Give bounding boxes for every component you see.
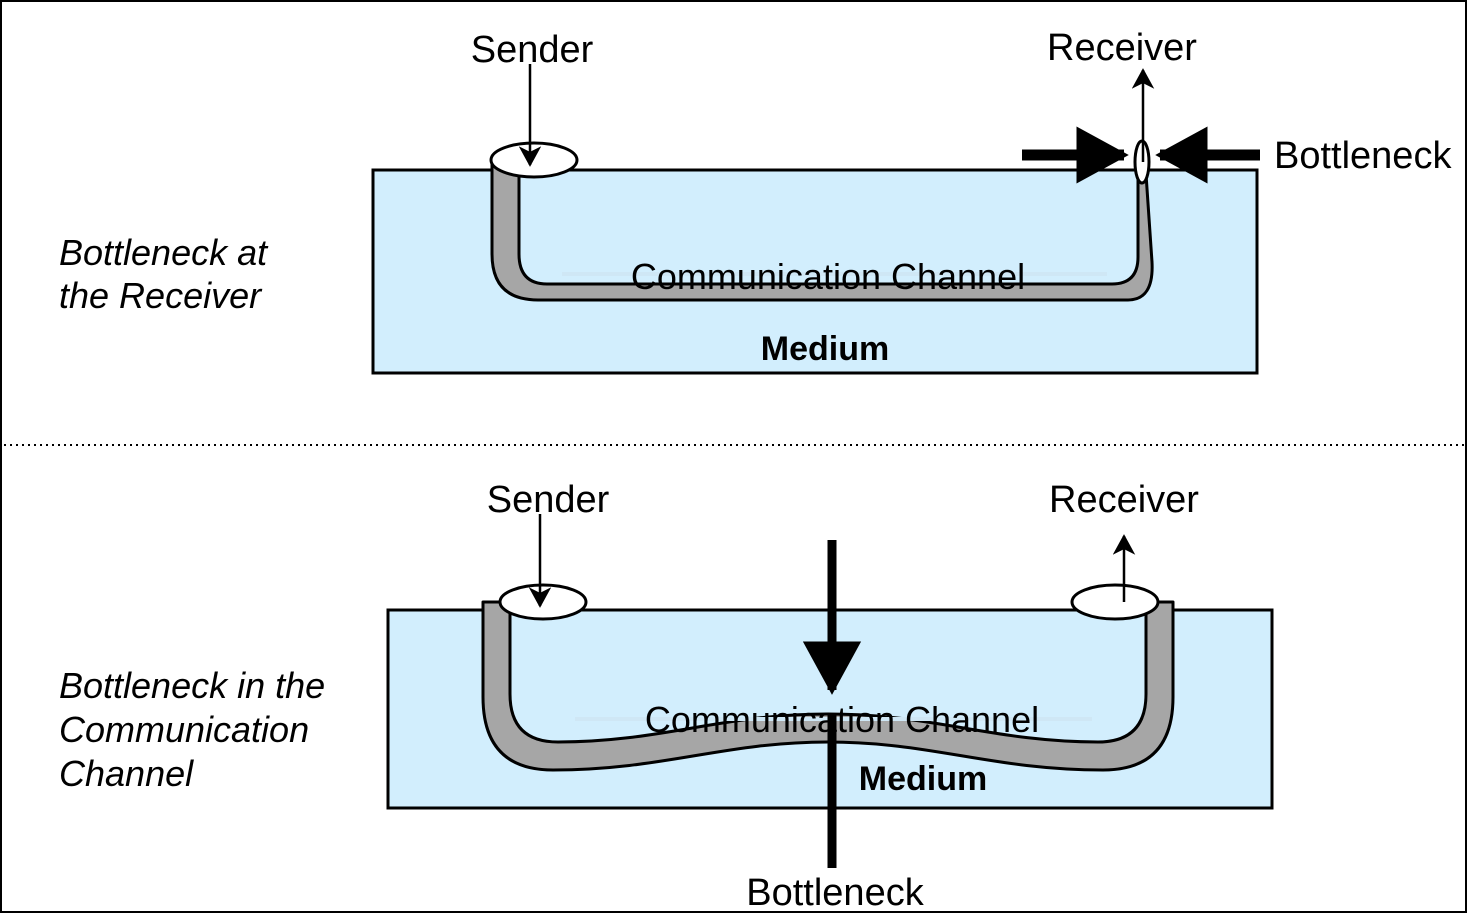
sender-label-bottom: Sender (487, 479, 610, 521)
sender-opening-top (489, 141, 579, 179)
channel-label-bottom: Communication Channel (645, 699, 1039, 740)
sender-opening-bottom (498, 583, 588, 621)
receiver-label-top: Receiver (1047, 27, 1197, 69)
row-label-top-line2: the Receiver (59, 275, 263, 316)
bottleneck-label-top: Bottleneck (1274, 135, 1452, 177)
row-label-bottom-line3: Channel (59, 753, 194, 794)
row-label-bottom-line2: Communication (59, 709, 309, 750)
medium-label-bottom: Medium (859, 760, 987, 798)
panel-top: Sender Receiver Bottleneck Communication… (59, 27, 1452, 375)
channel-label-top: Communication Channel (631, 256, 1025, 297)
panel-bottom: Sender Receiver Communication Channel Me… (59, 479, 1274, 913)
sender-label-top: Sender (471, 29, 594, 71)
receiver-label-bottom: Receiver (1049, 479, 1199, 521)
receiver-opening-bottom (1070, 583, 1160, 621)
medium-label-top: Medium (761, 330, 889, 368)
row-label-bottom-line1: Bottleneck in the (59, 665, 325, 706)
bottleneck-label-bottom: Bottleneck (746, 872, 924, 913)
row-label-top-line1: Bottleneck at (59, 232, 269, 273)
